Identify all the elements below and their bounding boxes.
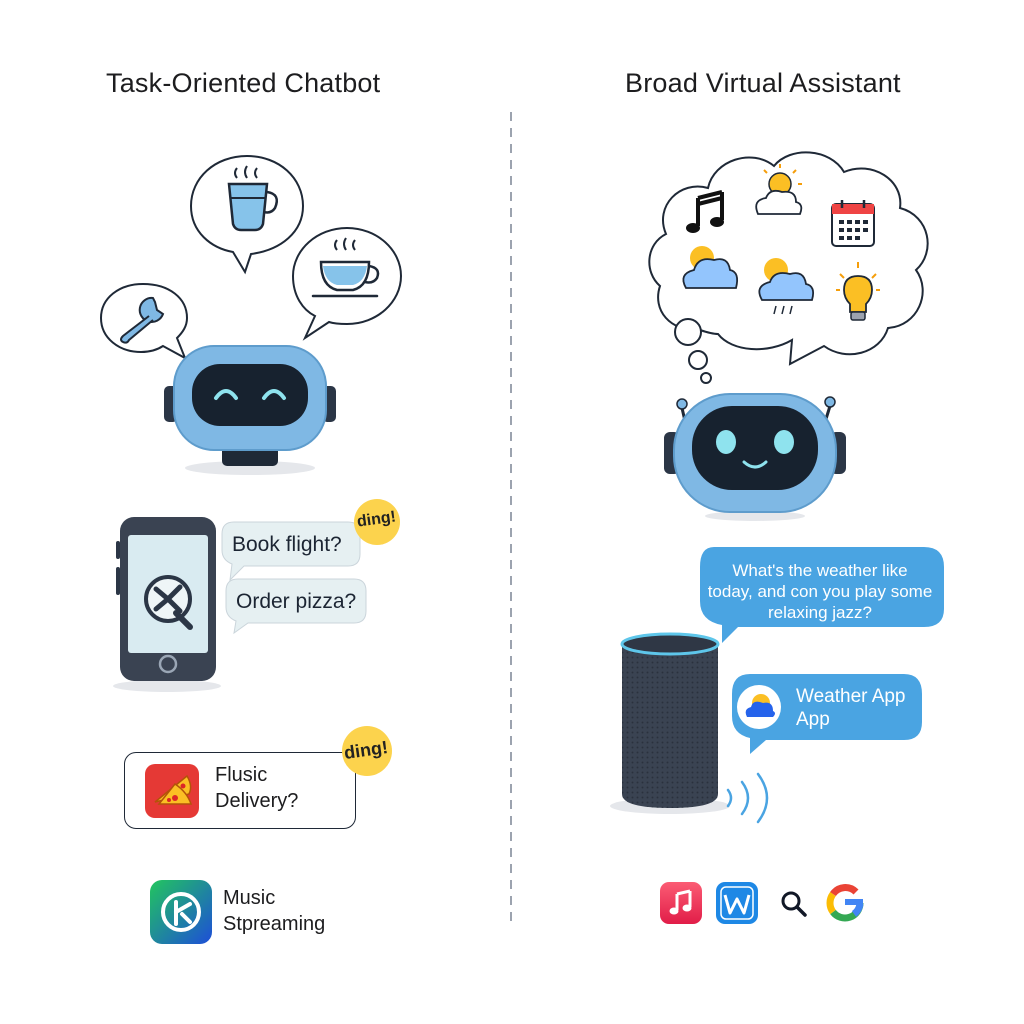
wrench-icon	[120, 296, 165, 344]
cloud-sun-icon	[682, 246, 739, 289]
ding-badge-2	[342, 726, 392, 776]
query-line-2: today, and con you play some	[707, 582, 933, 601]
book-flight-text: Book flight?	[232, 533, 342, 556]
assistant-thought-cloud	[648, 151, 929, 384]
right-title: Broad Virtual Assistant	[625, 68, 901, 98]
cup-icon	[227, 165, 278, 232]
weather-line-1: Weather App	[796, 686, 906, 707]
sound-waves	[726, 772, 769, 824]
music-streaming-app-icon[interactable]	[150, 880, 212, 944]
calendar-icon	[831, 200, 875, 247]
left-title: Task-Oriented Chatbot	[106, 68, 381, 98]
smartphone	[113, 517, 221, 692]
delivery-line-1: Flusic	[215, 764, 268, 786]
google-icon[interactable]	[824, 882, 866, 924]
order-pizza-bubble-shape	[225, 578, 367, 635]
search-icon[interactable]	[778, 888, 810, 920]
delivery-line-2: Delivery?	[215, 790, 299, 812]
smart-speaker	[610, 632, 730, 814]
assistant-robot	[664, 393, 846, 521]
wrench-thought-bubble	[99, 282, 189, 361]
coffee-thought-bubble	[291, 226, 403, 341]
weather-line-2: App	[796, 709, 830, 730]
music-app-icon[interactable]	[660, 882, 702, 924]
plane-search-icon	[144, 575, 193, 630]
music-note-icon	[686, 190, 724, 233]
music-line-2: Stpreaming	[223, 913, 326, 935]
music-line-1: Music	[223, 887, 276, 909]
sun-cloud-icon	[755, 164, 803, 215]
rain-cloud-icon	[758, 258, 815, 315]
order-pizza-text: Order pizza?	[236, 590, 357, 613]
task-robot	[164, 345, 336, 475]
coffee-icon	[311, 237, 380, 298]
ding-badge-1	[354, 499, 400, 545]
weather-app-bubble-shape	[732, 674, 922, 754]
pizza-app-icon	[145, 764, 199, 818]
w-app-icon[interactable]	[716, 882, 758, 924]
lightbulb-icon	[836, 262, 880, 321]
query-line-3: relaxing jazz?	[768, 603, 872, 622]
query-line-1: What's the weather like	[732, 561, 908, 580]
cup-thought-bubble	[189, 154, 305, 275]
weather-app-icon[interactable]	[735, 683, 783, 731]
query-bubble-shape	[700, 547, 944, 643]
